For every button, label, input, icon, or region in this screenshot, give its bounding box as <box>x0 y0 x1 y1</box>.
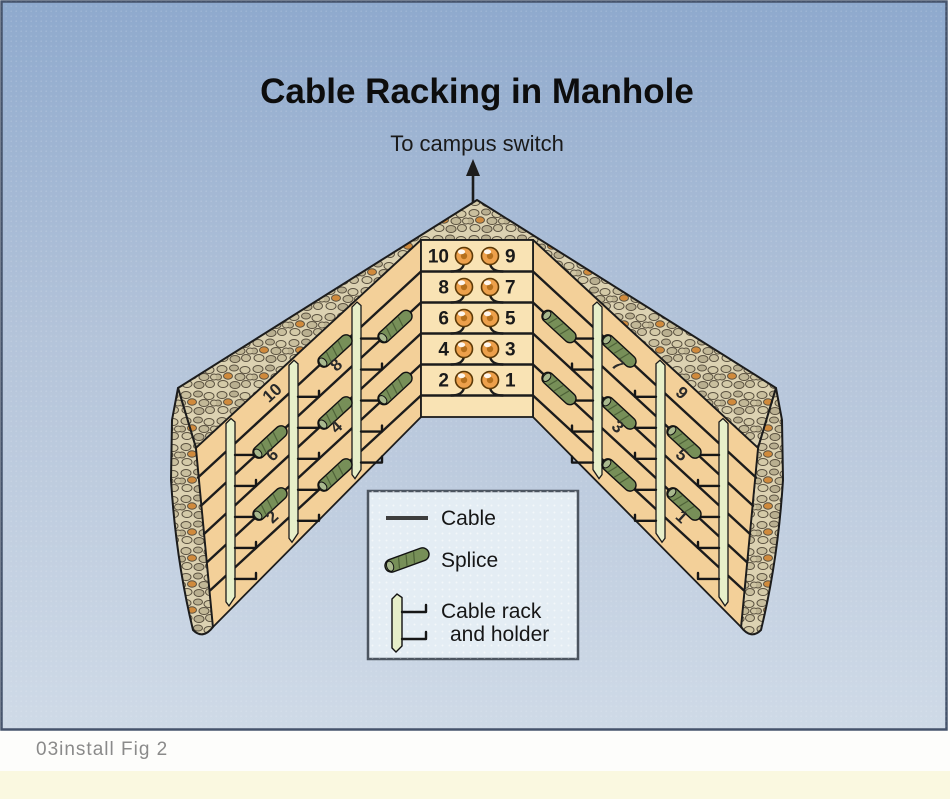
rack-hook <box>296 513 321 522</box>
rack-hook <box>633 451 658 460</box>
rack-hook <box>296 389 321 398</box>
wall-cable <box>531 332 752 536</box>
manhole-diagram: Cable Racking in Manhole To campus switc… <box>0 0 948 731</box>
rack-hook <box>696 571 721 581</box>
cable-end-highlight <box>457 373 466 379</box>
footer-strip: 03install Fig 2 <box>0 731 950 771</box>
rack-hook <box>233 571 258 581</box>
legend-splice-label: Splice <box>441 549 498 572</box>
cable-rack <box>592 301 603 480</box>
rack-hook <box>696 478 721 488</box>
splice <box>541 309 577 344</box>
apex-corner-panel <box>420 239 534 418</box>
cable-rack-icon <box>391 593 428 653</box>
cable-end-core <box>460 376 468 384</box>
cable-end-core <box>486 283 494 291</box>
wall-cable <box>208 394 423 592</box>
cable-end-highlight <box>457 249 466 255</box>
rack-hook <box>570 362 595 371</box>
splice <box>601 396 637 430</box>
rack-hook <box>633 513 658 522</box>
cable-pair-rows: 10 9 8 7 6 5 4 3 2 1 <box>419 247 535 397</box>
cable-number-right: 3 <box>505 340 516 361</box>
cable-end-core <box>486 345 494 353</box>
cable-end-core <box>460 252 468 260</box>
cable-number-right: 1 <box>505 371 516 392</box>
splice <box>317 396 353 430</box>
rack-hook <box>359 362 384 371</box>
cable-number-right: 7 <box>505 278 516 299</box>
splice <box>252 425 288 459</box>
splice <box>317 334 353 368</box>
splice <box>317 458 353 492</box>
splice <box>601 334 637 368</box>
left-wall-splices <box>252 309 413 521</box>
cable-end-core <box>460 314 468 322</box>
cable-end-core <box>486 376 494 384</box>
cable-number-left: 2 <box>438 371 449 392</box>
splice <box>377 371 413 406</box>
cable-number-left: 8 <box>438 278 449 299</box>
rack-hook <box>233 540 258 550</box>
rack-hook <box>570 455 595 464</box>
legend-rack-label: Cable rack <box>441 600 542 623</box>
right-wall-splices <box>541 309 702 521</box>
to-campus-switch-label: To campus switch <box>390 131 564 156</box>
cable-number-left: 6 <box>438 309 449 330</box>
rack-hook <box>233 478 258 488</box>
rack-hook <box>359 455 384 464</box>
cable-rack <box>351 301 362 480</box>
rack-hook <box>359 424 384 433</box>
splice <box>377 309 413 344</box>
rack-hook <box>696 540 721 550</box>
cable-number-left: 4 <box>438 340 449 361</box>
right-wall-racks <box>570 301 729 608</box>
cable-end-core <box>486 252 494 260</box>
splice <box>252 487 288 521</box>
splice-cylinder-icon <box>384 547 430 573</box>
cable-end-highlight <box>483 280 492 286</box>
cable-number-right: 5 <box>505 309 516 330</box>
right-wall-cables <box>531 270 758 592</box>
cable-end-highlight <box>483 342 492 348</box>
cable-end-highlight <box>483 311 492 317</box>
splice <box>666 487 702 521</box>
splice <box>601 458 637 492</box>
rack-hook <box>296 451 321 460</box>
rack-hook <box>570 424 595 433</box>
cable-end-highlight <box>483 373 492 379</box>
page-title: Cable Racking in Manhole <box>260 72 694 111</box>
footer-accent-strip <box>0 771 950 799</box>
wall-cable <box>202 332 423 536</box>
up-arrow-icon <box>466 159 480 206</box>
legend-rack-label-line2: and holder <box>450 623 549 646</box>
cable-end-highlight <box>483 249 492 255</box>
legend: Cable Splice Cable rack and holder <box>366 489 580 661</box>
cable-end-core <box>486 314 494 322</box>
cable-number-right: 9 <box>505 247 516 268</box>
right-wall-end-cap <box>740 387 784 636</box>
cable-end-highlight <box>457 311 466 317</box>
figure-caption: 03install Fig 2 <box>36 739 169 760</box>
cable-end-core <box>460 283 468 291</box>
splice <box>666 425 702 459</box>
rack-hook <box>633 389 658 398</box>
legend-cable-label: Cable <box>441 507 496 530</box>
cable-end-core <box>460 345 468 353</box>
cable-rack <box>655 359 666 544</box>
cable-end-highlight <box>457 342 466 348</box>
cable-end-highlight <box>457 280 466 286</box>
splice <box>541 371 577 406</box>
left-wall-end-cap <box>170 387 214 636</box>
cable-rack <box>718 417 729 608</box>
cable-rack <box>288 359 299 544</box>
cable-number-left: 10 <box>428 247 449 268</box>
wall-cable <box>531 394 746 592</box>
cable-rack <box>225 417 236 608</box>
